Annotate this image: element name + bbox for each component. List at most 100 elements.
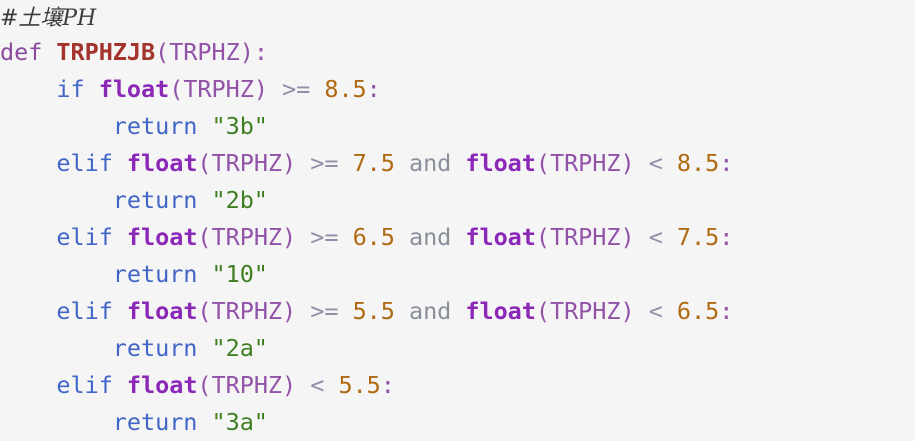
code-token-plain (451, 149, 465, 177)
code-line: if float(TRPHZ) >= 8.5: (0, 71, 915, 108)
code-token-punct: ( (169, 75, 184, 103)
code-token-plain (451, 223, 465, 251)
code-token-punct: ( (155, 38, 170, 66)
code-token-builtin: float (126, 223, 198, 251)
code-token-op: < (648, 223, 663, 251)
code-indent (0, 371, 56, 399)
code-token-plain (197, 260, 211, 288)
code-token-punct: : (380, 371, 395, 399)
code-indent (0, 223, 56, 251)
code-token-punct: : (253, 38, 268, 66)
code-token-plain (635, 223, 649, 251)
code-token-kw-ctrl: if (56, 75, 85, 103)
code-token-plain (197, 186, 211, 214)
code-token-comment: #土壤PH (0, 6, 97, 31)
code-token-punct: ) (282, 223, 297, 251)
code-token-plain (338, 223, 352, 251)
code-token-op: >= (310, 297, 339, 325)
code-token-str: "3a" (211, 408, 268, 436)
code-line: elif float(TRPHZ) < 5.5: (0, 367, 915, 404)
code-token-punct: ) (620, 149, 635, 177)
code-token-builtin: float (465, 223, 536, 251)
code-token-name: TRPHZ (183, 75, 254, 103)
code-token-kw-ctrl: return (112, 334, 198, 362)
code-token-op: < (310, 371, 325, 399)
code-token-plain (395, 297, 409, 325)
code-token-punct: ) (282, 297, 297, 325)
code-token-plain (395, 149, 409, 177)
code-token-kw-ctrl: elif (56, 371, 113, 399)
code-token-num: 5.5 (352, 297, 395, 325)
code-token-plain (663, 149, 677, 177)
code-token-str: "2b" (211, 186, 268, 214)
code-token-str: "10" (211, 260, 268, 288)
code-token-plain (197, 112, 211, 140)
code-indent (0, 408, 113, 436)
code-token-plain (296, 149, 310, 177)
code-line: return "2b" (0, 182, 915, 219)
code-token-operator-word: and (408, 149, 452, 177)
code-token-op: >= (310, 223, 339, 251)
code-token-punct: ) (620, 223, 635, 251)
code-token-name: TRPHZ (169, 38, 240, 66)
code-indent (0, 186, 113, 214)
code-token-num: 8.5 (676, 149, 720, 177)
code-token-punct: ( (535, 297, 550, 325)
code-token-plain (197, 334, 211, 362)
code-line: #土壤PH (0, 0, 915, 34)
code-token-punct: ) (253, 75, 268, 103)
code-token-fnname: TRPHZJB (56, 38, 156, 66)
code-line: return "3b" (0, 108, 915, 145)
code-token-punct: ( (535, 149, 550, 177)
code-token-plain (113, 297, 127, 325)
code-token-builtin: float (126, 297, 198, 325)
code-token-plain (113, 371, 127, 399)
code-token-kw-ctrl: elif (56, 297, 113, 325)
code-token-kw-ctrl: return (112, 112, 198, 140)
code-token-kw-ctrl: return (112, 186, 198, 214)
code-token-plain (197, 408, 211, 436)
code-token-plain (42, 38, 56, 66)
code-line: elif float(TRPHZ) >= 5.5 and float(TRPHZ… (0, 293, 915, 330)
code-token-name: TRPHZ (549, 297, 621, 325)
code-token-op: >= (310, 149, 339, 177)
code-token-str: "3b" (211, 112, 268, 140)
code-token-kw-ctrl: return (112, 408, 198, 436)
code-indent (0, 75, 56, 103)
code-token-builtin: float (98, 75, 170, 103)
code-token-punct: ( (197, 223, 212, 251)
code-token-plain (268, 75, 282, 103)
code-token-plain (324, 371, 338, 399)
code-token-punct: : (719, 223, 734, 251)
code-token-punct: ( (197, 297, 212, 325)
code-token-num: 8.5 (324, 75, 367, 103)
code-indent (0, 297, 56, 325)
code-token-name: TRPHZ (211, 149, 283, 177)
code-token-builtin: float (465, 149, 536, 177)
code-token-plain (113, 149, 127, 177)
code-token-plain (296, 223, 310, 251)
code-token-op: >= (282, 75, 311, 103)
code-token-punct: : (366, 75, 381, 103)
code-token-punct: ) (282, 371, 297, 399)
code-token-num: 7.5 (676, 223, 720, 251)
code-token-plain (635, 149, 649, 177)
code-token-num: 5.5 (338, 371, 381, 399)
code-token-plain (338, 149, 352, 177)
code-token-punct: : (719, 149, 734, 177)
code-token-kw-ctrl: elif (56, 223, 113, 251)
code-token-plain (395, 223, 409, 251)
code-token-num: 7.5 (352, 149, 395, 177)
code-token-kw-ctrl: return (112, 260, 198, 288)
code-token-plain (663, 223, 677, 251)
code-token-name: TRPHZ (549, 149, 621, 177)
code-line: return "3a" (0, 404, 915, 441)
code-token-builtin: float (465, 297, 536, 325)
code-token-punct: ( (197, 371, 212, 399)
code-line: return "2a" (0, 330, 915, 367)
code-token-operator-word: and (408, 297, 452, 325)
code-token-op: < (648, 297, 663, 325)
code-token-plain (85, 75, 99, 103)
code-token-punct: ) (620, 297, 635, 325)
code-token-punct: ) (282, 149, 297, 177)
